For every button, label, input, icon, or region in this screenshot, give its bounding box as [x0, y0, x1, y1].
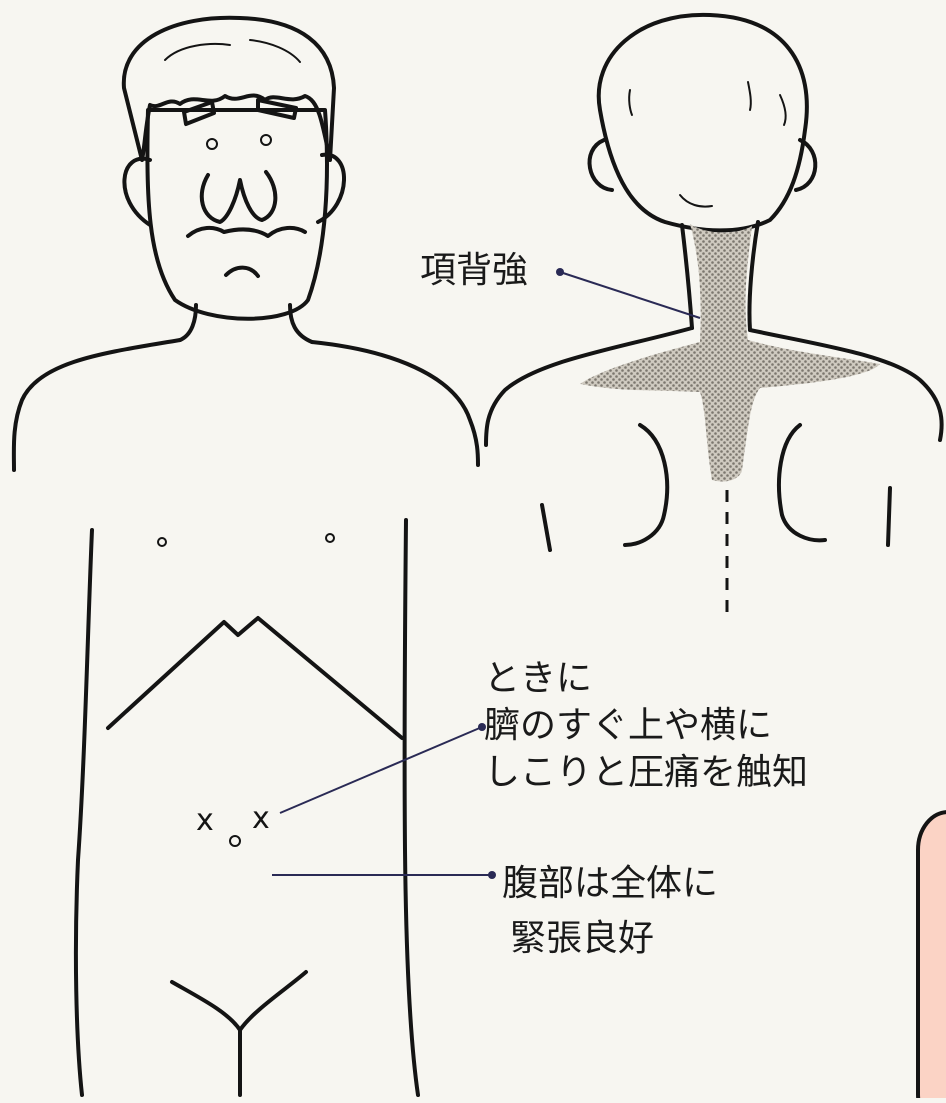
label-umbilical-line1: ときに: [484, 658, 592, 699]
face: [145, 108, 329, 321]
hair-stroke: [164, 42, 231, 61]
cheek-lines: [186, 225, 307, 238]
back-right-ear: [794, 138, 818, 192]
left-nipple: [157, 537, 167, 547]
front-neck-left: [178, 303, 198, 342]
left-shoulder-blade: [623, 423, 670, 547]
right-eye: [260, 134, 272, 146]
label-neck-stiffness: 項背強: [420, 250, 528, 291]
back-left-shoulder: [484, 326, 694, 447]
back-figure: [484, 12, 944, 620]
navel-mark-right: x: [252, 801, 270, 836]
nose: [199, 170, 278, 224]
front-figure: x x: [11, 15, 480, 1097]
rib-cage-line: [106, 616, 404, 740]
back-neck-right: [747, 220, 760, 332]
front-right-shoulder: [310, 340, 480, 467]
right-shoulder-blade: [777, 423, 827, 543]
front-neck-right: [288, 303, 314, 344]
leader-line-umbilical: [279, 726, 483, 814]
mouth: [224, 265, 260, 278]
leader-line-neck: [559, 271, 701, 319]
back-left-side: [540, 503, 552, 552]
hair-stroke: [628, 89, 633, 116]
front-right-side: [402, 518, 420, 1097]
front-left-shoulder: [11, 338, 182, 472]
right-ear: [316, 152, 346, 224]
back-right-side: [886, 486, 892, 547]
back-right-shoulder: [748, 328, 944, 442]
right-nipple: [325, 533, 335, 543]
corner-callout-box: [916, 810, 946, 1103]
right-eyebrow: [256, 98, 298, 120]
label-abdomen-line2: 緊張良好: [510, 918, 654, 959]
left-eye: [206, 138, 218, 150]
neck-stiffness-area: [580, 224, 880, 482]
groin-line: [170, 970, 308, 1032]
hair-stroke: [747, 81, 752, 111]
hair-stroke: [679, 194, 713, 208]
label-umbilical-line2: 臍のすぐ上や横に: [484, 705, 772, 746]
hair-stroke: [249, 39, 301, 63]
left-eyebrow: [182, 100, 216, 126]
label-umbilical-line3: しこりと圧痛を触知: [484, 752, 808, 793]
navel-mark-left: x: [196, 803, 214, 838]
front-left-side: [73, 528, 94, 1097]
annotations: 項背強 ときに 臍のすぐ上や横に しこりと圧痛を触知 腹部は全体に 緊張良好: [272, 250, 808, 959]
back-left-ear: [587, 138, 614, 192]
back-head-hair: [596, 12, 809, 233]
back-neck-left: [680, 223, 694, 330]
hair-stroke: [779, 94, 787, 126]
navel: [229, 835, 241, 847]
front-hair: [121, 15, 336, 162]
label-abdomen-line1: 腹部は全体に: [502, 863, 718, 904]
